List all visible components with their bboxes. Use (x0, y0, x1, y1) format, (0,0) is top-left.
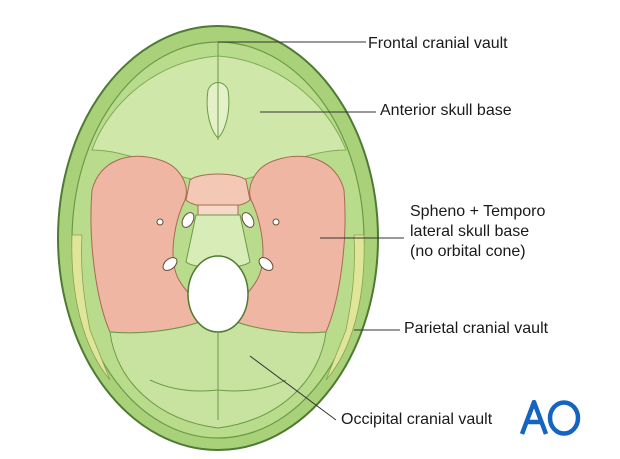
foramen-small-right (272, 218, 280, 226)
lateral-skull-base-left (90, 155, 206, 334)
label-occipital-cranial-vault: Occipital cranial vault (341, 411, 493, 428)
foramen-magnum (187, 255, 249, 333)
label-frontal-cranial-vault: Frontal cranial vault (368, 35, 508, 52)
parietal-region (71, 234, 365, 381)
label-spheno-line3: (no orbital cone) (410, 243, 526, 260)
label-parietal-cranial-vault: Parietal cranial vault (404, 320, 549, 337)
sella-turcica (185, 173, 251, 208)
lateral-skull-base-right (230, 155, 346, 334)
foramen-small-left (156, 218, 164, 226)
foramen-right (258, 257, 274, 271)
label-spheno-line2: lateral skull base (410, 223, 530, 240)
occipital-ridges (149, 332, 287, 420)
label-anterior-skull-base: Anterior skull base (380, 102, 512, 119)
dorsum-sellae (197, 204, 239, 216)
midline-crest (206, 42, 230, 140)
foramen-ovale-left (181, 212, 195, 228)
ao-logo (520, 400, 581, 436)
foramen-ovale-right (241, 212, 255, 228)
label-spheno-line1: Spheno + Temporo (410, 203, 546, 220)
leader-occipital (249, 355, 337, 421)
foramen-left (162, 257, 178, 271)
label-spheno-temporo: Spheno + Temporo lateral skull base (no … (410, 202, 545, 262)
